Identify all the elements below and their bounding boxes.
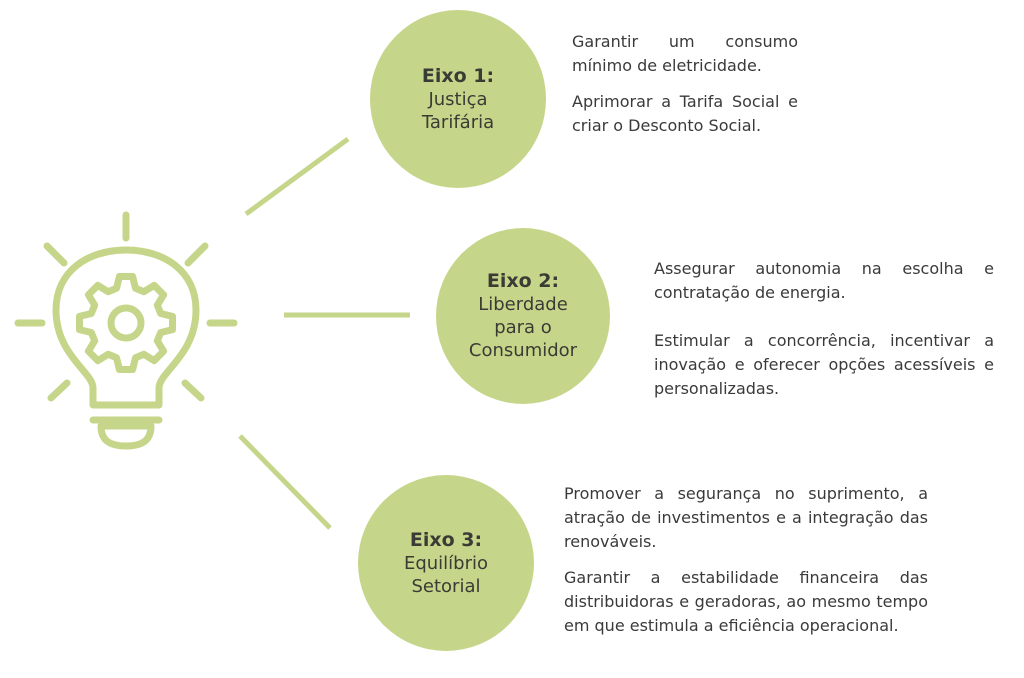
axis-2-description: Assegurar autonomia na escolha e contrat… [654, 259, 994, 398]
lightbulb-gear-icon [14, 211, 238, 450]
axis-1-name: Justiça Tarifária [421, 88, 495, 133]
axis-3-number: Eixo 3: [409, 528, 483, 551]
axis-1-number: Eixo 1: [421, 64, 495, 87]
axis-2-number: Eixo 2: [486, 270, 560, 292]
axis-3-description: Promover a segurança no suprimento, a at… [564, 484, 928, 635]
axis-3-circle: Eixo 3: Equilíbrio Setorial [358, 475, 534, 651]
axis-2-name: Liberdade para o Consumidor [468, 294, 578, 361]
axis-2-circle: Eixo 2: Liberdade para o Consumidor [436, 228, 610, 404]
gear-icon [76, 273, 176, 373]
axis-3-name: Equilíbrio Setorial [403, 552, 489, 597]
axis-1-description: Garantir um consumo mínimo de eletricida… [572, 32, 798, 135]
axis-1-circle: Eixo 1: Justiça Tarifária [370, 10, 546, 188]
